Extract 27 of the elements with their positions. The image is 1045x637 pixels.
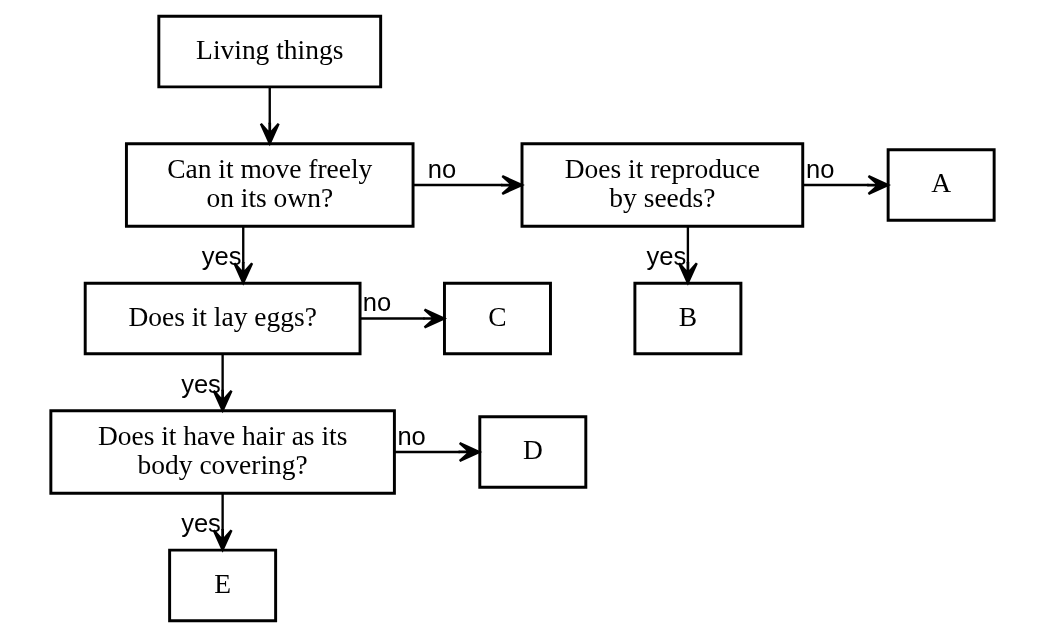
edge-label: no [362, 288, 392, 317]
node-box: Can it move freely on its own? [124, 142, 415, 228]
edge-label: no [427, 154, 457, 183]
arrow [212, 493, 233, 552]
node-box: D [478, 415, 588, 489]
node-box: B [633, 281, 743, 356]
arrow [259, 87, 280, 145]
edge-label: yes [646, 242, 687, 271]
node-box: Does it have hair as its body covering? [49, 409, 396, 495]
node-box: Does it lay eggs? [83, 281, 362, 356]
arrow [212, 354, 233, 412]
edge-label: yes [181, 509, 221, 538]
arrow [803, 175, 890, 195]
edge-label: yes [181, 369, 221, 398]
edge-label: no [397, 421, 426, 450]
node-box: Does it reproduce by seeds? [520, 142, 805, 228]
edge-label: no [806, 154, 835, 183]
node-box: E [168, 548, 278, 623]
arrow [413, 175, 524, 195]
arrow [677, 226, 698, 285]
node-box: A [886, 148, 996, 222]
arrow [394, 442, 481, 462]
edge-label: yes [201, 242, 242, 271]
node-box: Living things [157, 14, 383, 89]
node-box: C [443, 281, 552, 356]
arrow [360, 308, 446, 329]
arrow [233, 226, 254, 285]
